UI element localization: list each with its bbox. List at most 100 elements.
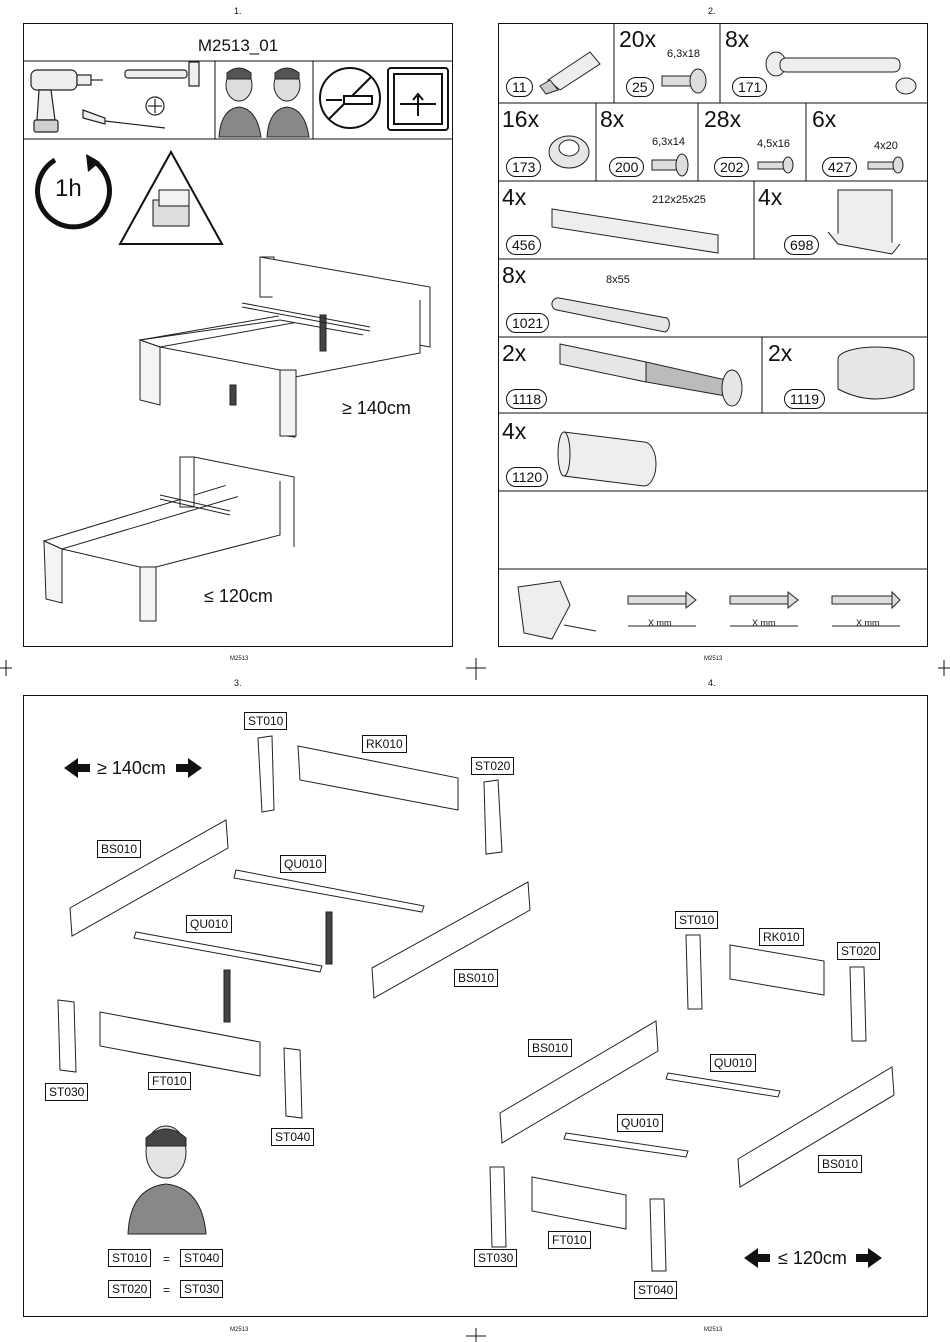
model-number: M2513_01 xyxy=(197,36,279,55)
part-label-st020: ST020 xyxy=(471,757,515,775)
part-qty: 4x xyxy=(502,184,527,210)
page-number-3: 3. xyxy=(234,678,242,688)
foot-cap-icon xyxy=(837,346,915,400)
part-dim: 6,3x18 xyxy=(667,48,701,60)
double-arrow-icon xyxy=(64,758,202,778)
bed-wide-drawing xyxy=(138,256,431,438)
part-qty: 20x xyxy=(619,26,657,52)
no-drag-icon xyxy=(319,67,449,131)
page2-grid xyxy=(498,23,928,570)
parts-layout-narrow xyxy=(489,934,895,1272)
glue-tube-icon xyxy=(539,51,601,95)
bed-narrow-drawing xyxy=(42,456,295,622)
part-code: 11 xyxy=(506,77,533,97)
part-label-rk010: RK010 xyxy=(362,735,407,753)
bracket-icon xyxy=(551,208,719,254)
length-label: X mm xyxy=(752,618,776,628)
wide-bed-label: ≥ 140cm xyxy=(342,398,411,418)
part-qty: 4x xyxy=(758,184,783,210)
part-label-qu010: QU010 xyxy=(186,915,233,933)
dowel-icon xyxy=(551,297,670,333)
screw-icon xyxy=(661,68,707,94)
part-label-bs010: BS010 xyxy=(528,1039,573,1057)
part-code: 1118 xyxy=(506,389,548,409)
double-arrow-icon xyxy=(744,1248,882,1268)
part-qty: 4x xyxy=(502,418,527,444)
part-label-st010: ST010 xyxy=(675,911,719,929)
lift-icon xyxy=(387,67,449,131)
time-circle-icon xyxy=(35,154,112,230)
footer-code: M2513 xyxy=(230,656,249,662)
part-label-qu010: QU010 xyxy=(280,855,327,873)
part-code: 171 xyxy=(732,77,768,97)
page1-lines xyxy=(23,60,453,140)
page-number-1: 1. xyxy=(234,6,242,16)
connector-bolt-icon xyxy=(765,51,917,95)
part-label-st040: ST040 xyxy=(271,1128,315,1146)
equality-operator: = xyxy=(163,1252,171,1266)
warning-triangle-icon xyxy=(118,149,224,245)
part-label-st030: ST030 xyxy=(45,1083,89,1101)
part-label-qu010: QU010 xyxy=(710,1054,757,1072)
part-code: 427 xyxy=(822,157,858,177)
part-dim: 6,3x14 xyxy=(652,136,686,148)
cam-lock-icon xyxy=(548,135,590,169)
equality-right: ST040 xyxy=(180,1249,224,1267)
two-person-icon xyxy=(218,67,310,138)
part-label-ft010: FT010 xyxy=(148,1072,191,1090)
part-label-st020: ST020 xyxy=(837,942,881,960)
part-code: 202 xyxy=(714,157,750,177)
part-code: 456 xyxy=(506,235,542,255)
part-code: 25 xyxy=(626,77,654,97)
adjustable-foot-icon xyxy=(559,343,743,407)
part-qty: 16x xyxy=(502,106,540,132)
page34-frame xyxy=(23,695,928,1317)
page-number-2: 2. xyxy=(708,6,716,16)
sleeve-icon xyxy=(557,431,657,487)
page2-frame xyxy=(498,23,928,647)
part-label-bs010: BS010 xyxy=(818,1155,863,1173)
part-code: 1120 xyxy=(506,467,549,487)
part-label-st040: ST040 xyxy=(634,1281,678,1299)
part-qty: 8x xyxy=(502,262,527,288)
length-label: X mm xyxy=(648,618,672,628)
screw-length-diagrams xyxy=(627,590,901,627)
screw-icon xyxy=(867,156,904,174)
tools-icon xyxy=(30,61,200,133)
part-qty: 8x xyxy=(600,106,625,132)
length-label: X mm xyxy=(856,618,880,628)
footer-code: M2513 xyxy=(704,656,723,662)
parts-layout-wide xyxy=(57,735,531,1119)
part-dim: 8x55 xyxy=(606,274,630,286)
footer-code: M2513 xyxy=(230,1327,249,1333)
part-code: 1119 xyxy=(784,389,826,409)
footer-code: M2513 xyxy=(704,1327,723,1333)
part-code: 1021 xyxy=(506,313,550,333)
part-label-ft010: FT010 xyxy=(548,1231,591,1249)
assembly-time: 1h xyxy=(55,175,82,202)
part-dim: 4,5x16 xyxy=(757,138,791,150)
equality-operator: = xyxy=(163,1283,171,1297)
equality-left: ST010 xyxy=(108,1249,152,1267)
part-label-st030: ST030 xyxy=(474,1249,518,1267)
screw-icon xyxy=(757,156,794,174)
part-label-st010: ST010 xyxy=(244,712,288,730)
part-qty: 8x xyxy=(725,26,750,52)
part-qty: 28x xyxy=(704,106,742,132)
part-label-rk010: RK010 xyxy=(759,928,804,946)
part-label-bs010: BS010 xyxy=(454,969,499,987)
width-label-wide: ≥ 140cm xyxy=(97,758,166,778)
part-code: 173 xyxy=(506,157,542,177)
part-qty: 2x xyxy=(768,340,793,366)
screw-icon xyxy=(651,153,689,177)
width-label-narrow: ≤ 120cm xyxy=(778,1248,847,1268)
part-qty: 2x xyxy=(502,340,527,366)
part-qty: 6x xyxy=(812,106,837,132)
part-code: 200 xyxy=(609,157,645,177)
part-dim: 212x25x25 xyxy=(652,194,706,206)
part-dim: 4x20 xyxy=(874,140,898,152)
mascot-icon xyxy=(127,1125,207,1235)
page-number-4: 4. xyxy=(708,678,716,688)
equality-left: ST020 xyxy=(108,1280,152,1298)
